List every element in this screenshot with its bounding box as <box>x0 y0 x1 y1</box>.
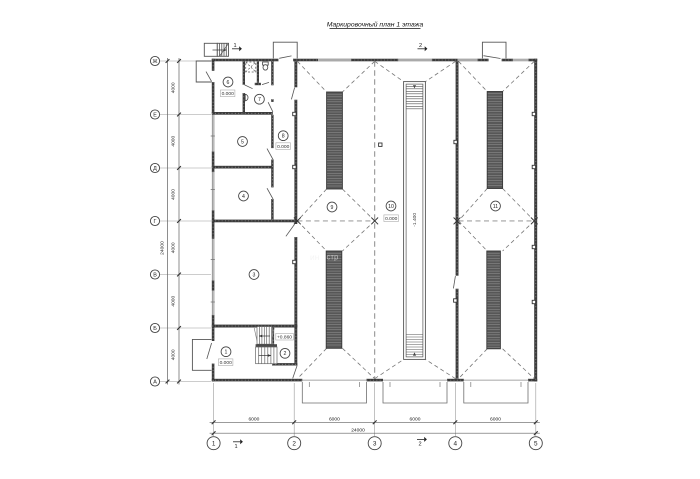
svg-text:11: 11 <box>493 204 498 210</box>
svg-text:5: 5 <box>241 139 244 145</box>
svg-text:1: 1 <box>225 350 228 356</box>
svg-text:4: 4 <box>454 441 458 448</box>
svg-text:6000: 6000 <box>248 416 259 422</box>
svg-text:В: В <box>153 272 157 278</box>
svg-text:24000: 24000 <box>160 241 166 255</box>
svg-text:4: 4 <box>242 194 245 200</box>
svg-text:0.000: 0.000 <box>220 360 233 366</box>
svg-text:Е: Е <box>153 112 157 118</box>
svg-text:4000: 4000 <box>171 82 177 93</box>
svg-text:Ж: Ж <box>153 59 158 65</box>
svg-text:4000: 4000 <box>171 349 177 360</box>
svg-text:3: 3 <box>373 441 377 448</box>
svg-text:3: 3 <box>253 272 256 278</box>
svg-text:А: А <box>153 379 157 385</box>
svg-text:Д: Д <box>153 166 157 172</box>
svg-text:6000: 6000 <box>490 416 501 422</box>
svg-text:ин: ин <box>310 252 320 262</box>
svg-text:2: 2 <box>419 43 422 49</box>
svg-text:-1.400: -1.400 <box>412 213 418 227</box>
svg-text:Г: Г <box>154 219 157 225</box>
svg-text:24000: 24000 <box>351 427 365 433</box>
svg-text:6: 6 <box>227 80 230 86</box>
svg-text:4000: 4000 <box>171 189 177 200</box>
svg-text:Б: Б <box>153 326 157 332</box>
svg-text:4000: 4000 <box>171 242 177 253</box>
svg-text:9: 9 <box>331 205 334 211</box>
svg-text:1: 1 <box>234 444 237 450</box>
svg-text:2: 2 <box>418 442 421 448</box>
svg-text:10: 10 <box>388 204 394 210</box>
svg-text:4000: 4000 <box>171 135 177 146</box>
svg-text:Маркировочный план 1 этажа: Маркировочный план 1 этажа <box>327 20 424 28</box>
svg-text:+0.860: +0.860 <box>277 335 292 341</box>
svg-text:1: 1 <box>233 43 236 49</box>
svg-text:5: 5 <box>534 441 538 448</box>
svg-text:0.000: 0.000 <box>385 216 398 222</box>
svg-text:2: 2 <box>284 351 287 357</box>
svg-text:0.000: 0.000 <box>222 91 235 97</box>
svg-text:4000: 4000 <box>171 295 177 306</box>
svg-text:2: 2 <box>292 441 296 448</box>
svg-text:стр: стр <box>327 253 339 262</box>
svg-text:1: 1 <box>212 441 216 448</box>
svg-text:6000: 6000 <box>329 416 340 422</box>
svg-text:0.000: 0.000 <box>277 144 290 150</box>
svg-text:6000: 6000 <box>410 416 421 422</box>
svg-text:7: 7 <box>258 97 261 103</box>
svg-text:8: 8 <box>282 134 285 140</box>
